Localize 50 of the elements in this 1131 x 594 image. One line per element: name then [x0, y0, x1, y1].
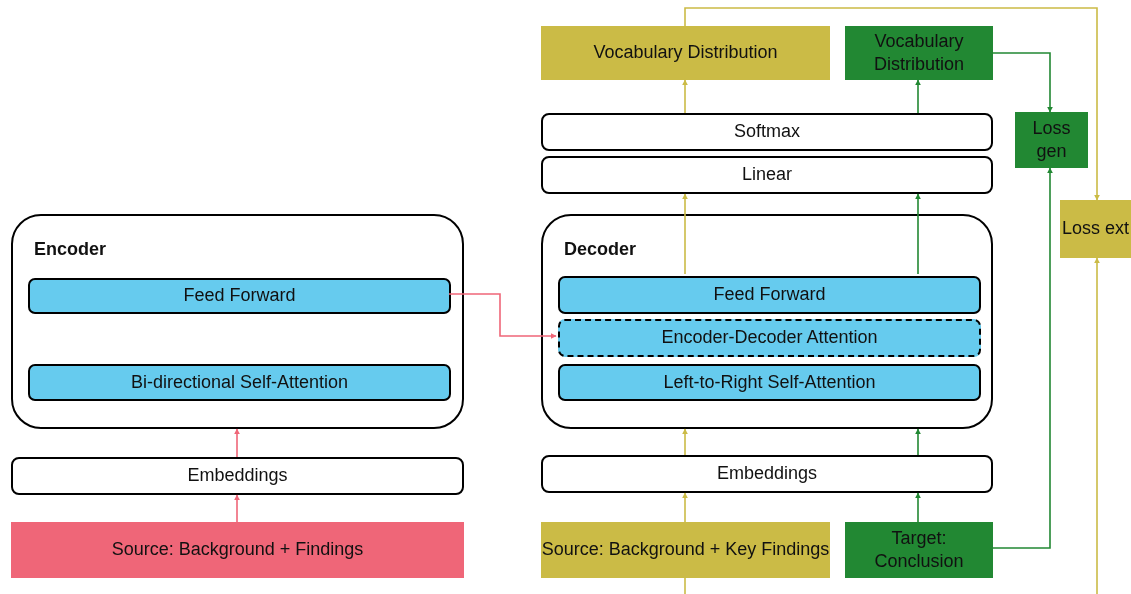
arrow — [682, 79, 688, 114]
input-box — [541, 522, 830, 578]
arrow — [234, 428, 240, 458]
box-label: Softmax — [734, 120, 800, 144]
box-label: Target: Conclusion — [873, 526, 965, 573]
output-box — [845, 26, 993, 80]
box-label: Source: Background + Key Findings — [541, 538, 830, 562]
box-label: Encoder-Decoder Attention — [661, 326, 878, 350]
box-label: Loss ext — [1061, 217, 1129, 241]
arrow — [684, 7, 1100, 201]
box-label: Loss gen — [1031, 116, 1072, 163]
layer-box — [28, 278, 451, 314]
arrow — [682, 492, 688, 523]
module-container — [11, 214, 464, 429]
box-label: Embeddings — [716, 462, 818, 486]
arrow — [915, 79, 921, 114]
box-label: Embeddings — [187, 464, 288, 488]
box-label: Bi-directional Self-Attention — [130, 370, 349, 394]
layer-box — [541, 455, 993, 493]
box-label: Feed Forward — [183, 284, 296, 308]
arrow — [915, 193, 921, 275]
box-label: Feed Forward — [713, 283, 826, 307]
module-title: Encoder — [34, 238, 107, 261]
arrow — [234, 494, 240, 523]
module-container — [541, 214, 993, 429]
attention-layer-box — [558, 319, 981, 357]
box-label: Left-to-Right Self-Attention — [663, 370, 876, 394]
loss-box — [1015, 112, 1088, 168]
input-box — [11, 522, 464, 578]
arrow — [992, 167, 1053, 549]
arrow — [915, 492, 921, 523]
layer-box — [541, 113, 993, 151]
layer-box — [541, 156, 993, 194]
layer-box — [558, 364, 981, 401]
box-label: Linear — [741, 163, 792, 187]
box-label: Source: Background + Findings — [111, 538, 364, 562]
box-label: Vocabulary Distribution — [872, 29, 965, 76]
layer-box — [11, 457, 464, 495]
box-label: Vocabulary Distribution — [593, 41, 778, 65]
arrow — [915, 428, 921, 456]
arrow — [1094, 257, 1100, 594]
target-box — [845, 522, 993, 578]
loss-box — [1060, 200, 1131, 258]
arrow — [992, 52, 1053, 113]
layer-box — [558, 276, 981, 314]
arrow — [682, 428, 688, 456]
arrow — [682, 193, 688, 275]
module-title: Decoder — [564, 238, 637, 261]
layer-box — [28, 364, 451, 401]
output-box — [541, 26, 830, 80]
